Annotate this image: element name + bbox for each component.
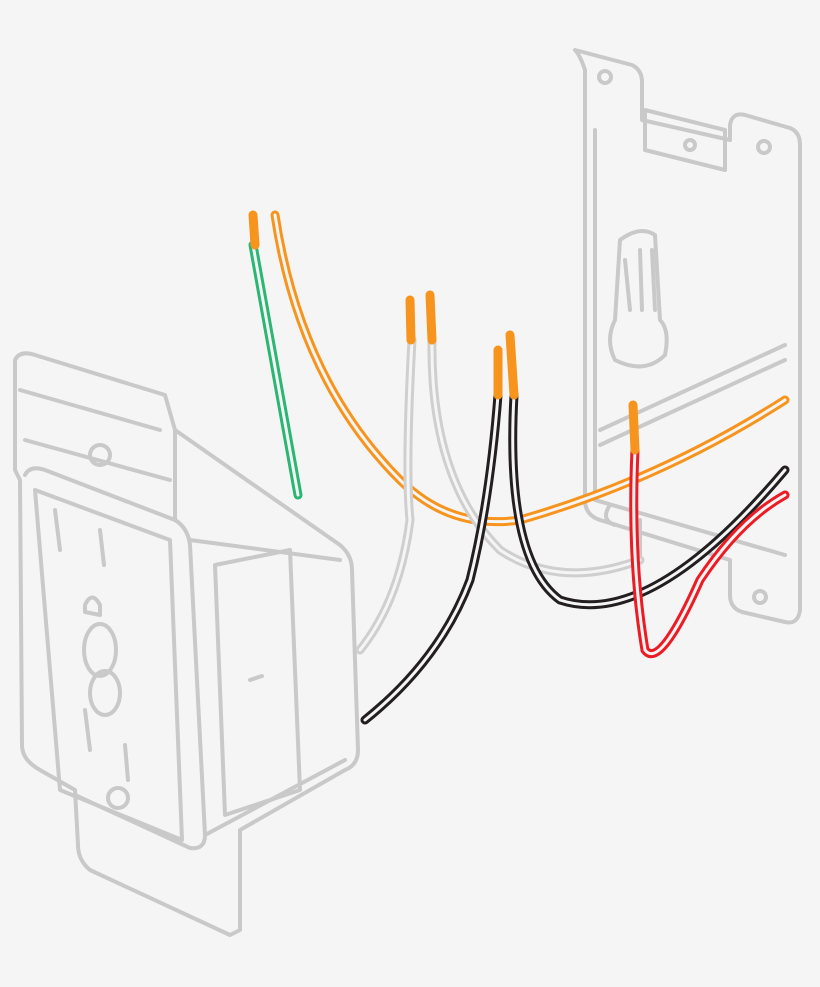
traveler-wire-red <box>628 400 790 659</box>
outlet-receptacle <box>13 351 360 937</box>
ground-wire-green <box>248 210 303 500</box>
hot-wires-black <box>360 330 790 725</box>
copper-ground-wire <box>270 210 790 527</box>
wires <box>248 210 790 725</box>
neutral-wires-white <box>355 290 645 655</box>
wire-nut <box>608 229 669 369</box>
